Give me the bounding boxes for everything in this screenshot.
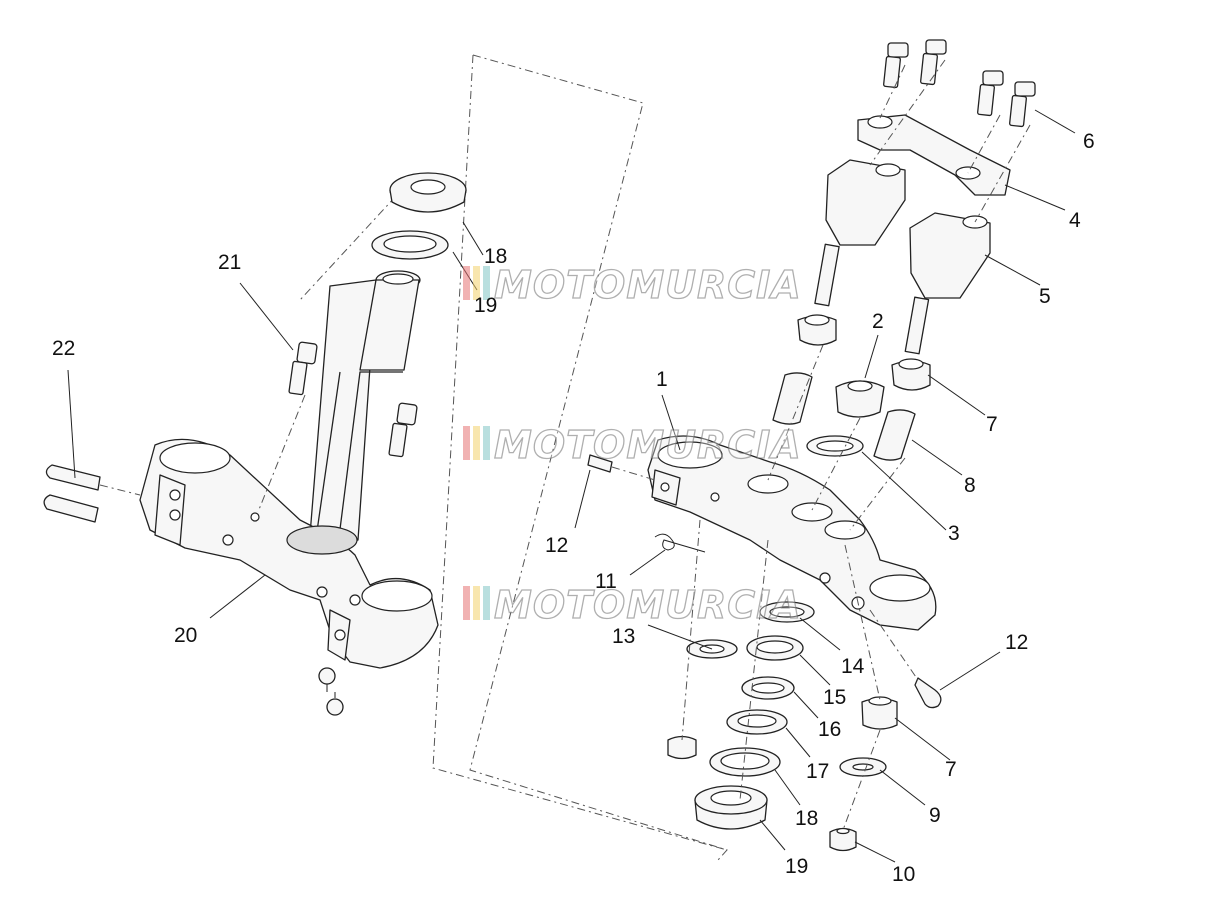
ring-nut-17 — [726, 709, 788, 735]
bolt-6-a — [883, 42, 909, 89]
callout-18-lower: 18 — [795, 807, 818, 830]
steering-stem — [309, 270, 421, 549]
callout-8: 8 — [964, 474, 976, 497]
pin-12-upper — [587, 454, 613, 473]
seal-18 — [709, 747, 781, 777]
callout-16: 16 — [818, 718, 841, 741]
callout-6: 6 — [1083, 130, 1095, 153]
riser-5-left — [814, 159, 906, 307]
callout-7-upper: 7 — [986, 413, 998, 436]
callout-18-upper: 18 — [484, 245, 507, 268]
nut-10 — [829, 827, 857, 852]
screw-under-clamp-b — [326, 692, 344, 716]
handlebar-top-clamp — [857, 114, 1011, 196]
washer-9 — [839, 757, 887, 777]
callout-2: 2 — [872, 310, 884, 333]
callout-21: 21 — [218, 251, 241, 274]
spacer-tube-left — [772, 372, 813, 425]
callout-15: 15 — [823, 686, 846, 709]
washer-16 — [741, 676, 795, 700]
bolt-6-b — [920, 39, 947, 86]
left-assembly — [43, 172, 467, 716]
watermark-bottom: MOTOMURCIA — [463, 582, 802, 628]
ring-19-top — [371, 230, 449, 260]
bushing-upper-left — [797, 314, 837, 346]
callout-9: 9 — [929, 804, 941, 827]
callout-1: 1 — [656, 368, 668, 391]
ring-nut-15 — [746, 635, 804, 661]
callout-3: 3 — [948, 522, 960, 545]
callout-labels: 1 2 3 4 5 6 7 8 12 7 9 10 12 11 13 14 15… — [52, 130, 1095, 886]
bolt-21-b — [388, 402, 418, 458]
callout-20: 20 — [174, 624, 197, 647]
bushing-7-lower — [861, 696, 898, 730]
callout-5: 5 — [1039, 285, 1051, 308]
nut-2 — [835, 380, 885, 418]
screw-12-lower — [914, 677, 942, 709]
bearing-18-top — [389, 172, 467, 213]
watermark-text-top: MOTOMURCIA — [494, 263, 802, 307]
callout-19-upper: 19 — [474, 294, 497, 317]
callout-14: 14 — [841, 655, 865, 678]
watermark-top: MOTOMURCIA — [463, 262, 802, 308]
callout-13: 13 — [612, 625, 635, 648]
bolt-6-d — [1009, 81, 1036, 128]
callout-22: 22 — [52, 337, 75, 360]
watermark-text-bottom: MOTOMURCIA — [494, 583, 802, 627]
alignment-frame — [299, 54, 728, 861]
screw-under-clamp-a — [318, 667, 336, 692]
washer-3 — [806, 435, 864, 457]
callout-11: 11 — [595, 570, 617, 593]
callout-12-lower: 12 — [1005, 631, 1028, 654]
bolt-6-c — [977, 70, 1004, 117]
riser-5-right — [904, 212, 991, 355]
pin-22-a — [45, 464, 101, 491]
clip-11 — [654, 533, 706, 553]
callout-10: 10 — [892, 863, 915, 886]
bolt-21-a — [288, 341, 318, 396]
bearing-19 — [694, 785, 768, 830]
watermark-text-middle: MOTOMURCIA — [494, 423, 802, 467]
callout-7-lower: 7 — [945, 758, 957, 781]
callout-17: 17 — [806, 760, 829, 783]
washer-14 — [759, 601, 815, 623]
nut-lower-left — [667, 735, 697, 760]
callout-19-lower: 19 — [785, 855, 808, 878]
callout-12-upper: 12 — [545, 534, 568, 557]
lower-triple-clamp — [139, 438, 439, 669]
upper-triple-clamp — [647, 435, 937, 631]
callout-4: 4 — [1069, 209, 1081, 232]
pin-22-b — [43, 494, 99, 523]
watermark-middle: MOTOMURCIA — [463, 422, 802, 468]
right-assembly — [587, 39, 1036, 852]
bushing-7-upper — [891, 358, 931, 391]
spacer-8 — [873, 409, 916, 461]
